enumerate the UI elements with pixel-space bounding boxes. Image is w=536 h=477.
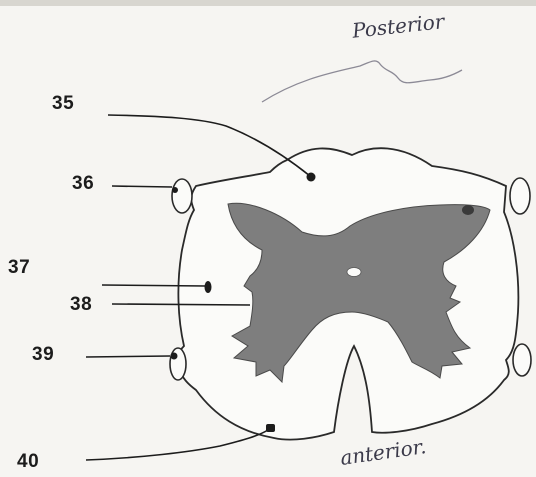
label-36: 36 bbox=[72, 173, 94, 195]
handwritten-squiggle bbox=[262, 61, 462, 102]
central-canal bbox=[347, 268, 361, 277]
pointer-36 bbox=[112, 186, 178, 193]
label-37: 37 bbox=[8, 257, 30, 279]
right-ventral-root bbox=[513, 344, 531, 376]
label-40: 40 bbox=[17, 451, 39, 473]
left-dorsal-root bbox=[172, 179, 192, 213]
pointer-39 bbox=[86, 353, 178, 360]
label-35: 35 bbox=[52, 93, 74, 115]
posterior-horn-spot bbox=[462, 205, 474, 215]
top-edge-shadow bbox=[0, 0, 536, 6]
pointer-38 bbox=[112, 304, 250, 305]
left-ventral-root bbox=[170, 348, 186, 380]
label-38: 38 bbox=[70, 294, 92, 316]
label-39: 39 bbox=[32, 344, 54, 366]
right-dorsal-root bbox=[510, 178, 530, 214]
